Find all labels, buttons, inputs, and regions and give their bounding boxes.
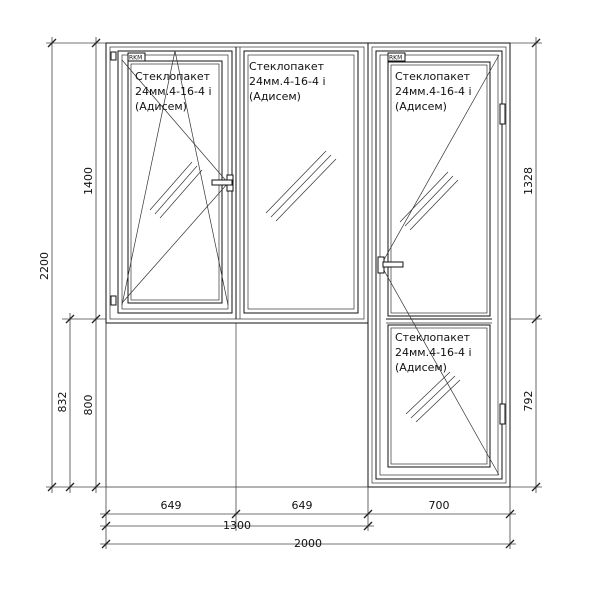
dim-door-lower-height: 792 bbox=[522, 391, 535, 412]
middle-glass-label-3: (Адисем) bbox=[249, 90, 301, 103]
left-glass-label-2: 24мм.4-16-4 i bbox=[135, 85, 212, 98]
door-lower-glass bbox=[387, 324, 491, 468]
vertical-dimensions-left: 2200 832 1400 800 bbox=[38, 37, 106, 493]
hinge-icon bbox=[110, 295, 117, 306]
door-sash-tag: RKM bbox=[389, 55, 402, 62]
left-sash: RKM Стеклопакет 24мм.4-16-4 i (Адисем) bbox=[110, 50, 234, 314]
fixed-pane-frame bbox=[243, 50, 359, 314]
sash-tag-icon bbox=[127, 52, 146, 62]
left-glass-label-1: Стеклопакет bbox=[135, 70, 211, 83]
door-lower-glass-label-2: 24мм.4-16-4 i bbox=[395, 346, 472, 359]
sash-tag: RKM bbox=[129, 55, 142, 62]
hinge-icon bbox=[110, 51, 117, 61]
wall-below-window bbox=[105, 323, 368, 488]
dim-door-upper-height: 1328 bbox=[522, 167, 535, 195]
fixed-pane: Стеклопакет 24мм.4-16-4 i (Адисем) bbox=[243, 50, 359, 314]
door-upper-glass bbox=[387, 61, 491, 317]
sash-tag-icon bbox=[387, 52, 406, 62]
dim-overall-height: 2200 bbox=[38, 252, 51, 280]
left-sash-tilt-lines bbox=[121, 50, 229, 306]
dim-window-height: 1400 bbox=[82, 167, 95, 195]
dim-fixed-pane-width: 649 bbox=[292, 499, 313, 512]
middle-glass-label-1: Стеклопакет bbox=[249, 60, 325, 73]
window-block: RKM Стеклопакет 24мм.4-16-4 i (Адисем) С… bbox=[105, 42, 369, 324]
balcony-door: RKM Стеклопакет 24мм.4-16-4 i (Адисем) С… bbox=[367, 42, 511, 488]
hinge-icon bbox=[499, 403, 506, 425]
dim-sill-to-floor: 832 bbox=[56, 392, 69, 413]
dim-left-sash-width: 649 bbox=[161, 499, 182, 512]
window-inner-frame bbox=[109, 46, 365, 320]
hinge-icon bbox=[499, 103, 506, 125]
left-glass-label-3: (Адисем) bbox=[135, 100, 187, 113]
dim-window-total-width: 1300 bbox=[223, 519, 251, 532]
vertical-dimensions-right: 1328 792 bbox=[510, 37, 542, 493]
door-sash-frame bbox=[375, 50, 503, 480]
door-lower-glass-label-3: (Адисем) bbox=[395, 361, 447, 374]
door-upper-glass-label-2: 24мм.4-16-4 i bbox=[395, 85, 472, 98]
dim-door-width: 700 bbox=[429, 499, 450, 512]
horizontal-dimensions: 649 649 700 1300 2000 bbox=[100, 323, 516, 550]
door-upper-glass-label-1: Стеклопакет bbox=[395, 70, 471, 83]
door-upper-glass-label-3: (Адисем) bbox=[395, 100, 447, 113]
window-outer-frame bbox=[105, 42, 369, 324]
door-lower-glass-label-1: Стеклопакет bbox=[395, 331, 471, 344]
dim-overall-width: 2000 bbox=[294, 537, 322, 550]
middle-glass-label-2: 24мм.4-16-4 i bbox=[249, 75, 326, 88]
dim-wall-height: 800 bbox=[82, 395, 95, 416]
